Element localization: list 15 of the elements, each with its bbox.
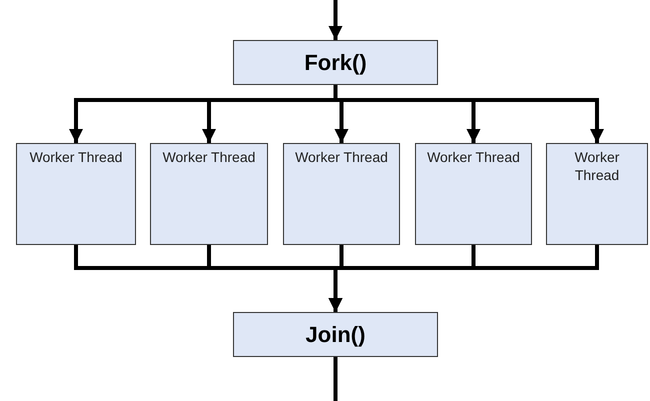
thread-box — [283, 143, 400, 245]
process-box — [233, 40, 438, 85]
arrow — [328, 0, 342, 40]
thread-box — [16, 143, 136, 245]
thread-box — [546, 143, 648, 245]
box-label: Worker Thread — [162, 148, 256, 166]
thread-box — [415, 143, 532, 245]
box-label: Worker Thread — [294, 148, 389, 166]
box-title: Join() — [306, 321, 366, 349]
box-label: Worker Thread — [28, 148, 124, 166]
thread-box — [150, 143, 268, 245]
box-label: Worker Thread — [574, 148, 620, 184]
process-box — [233, 312, 438, 357]
box-title: Fork() — [304, 49, 367, 77]
box-label: Worker Thread — [426, 148, 521, 166]
